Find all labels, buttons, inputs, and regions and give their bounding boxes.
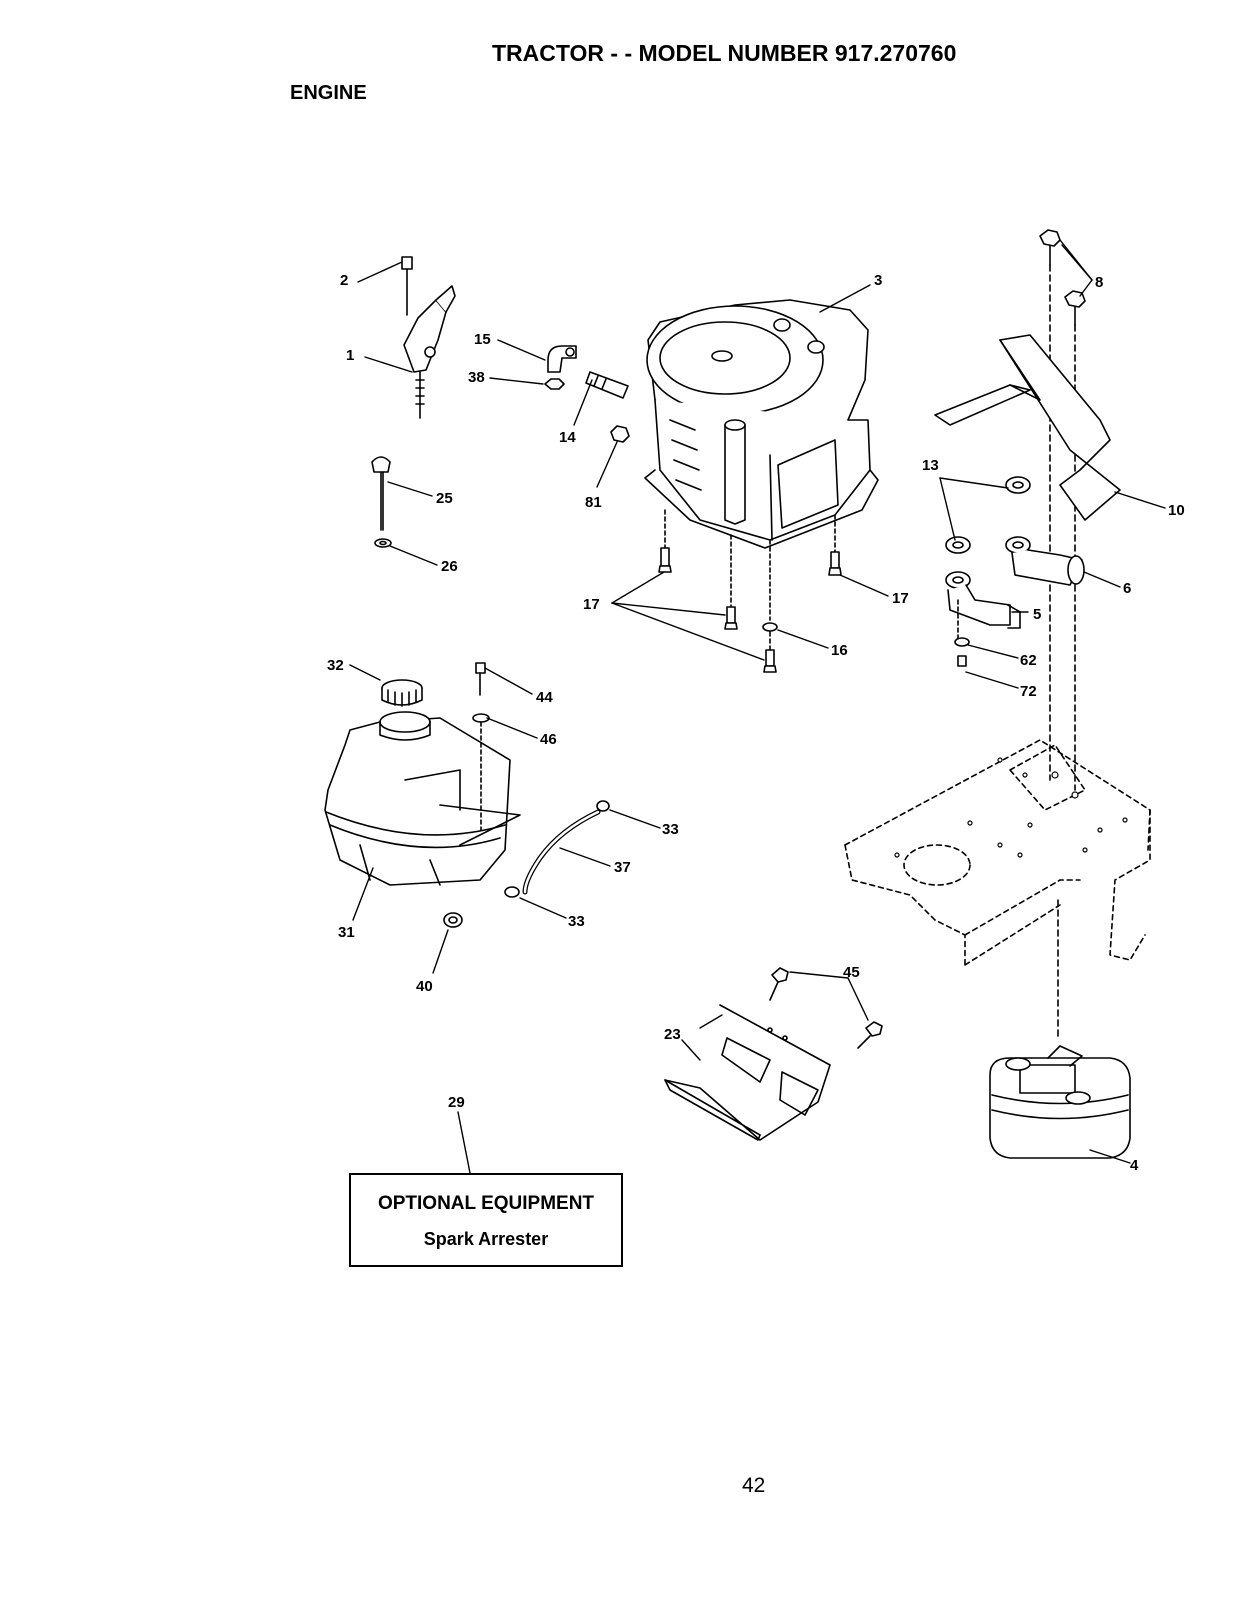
callout-26: 26 <box>441 558 458 575</box>
callout-44: 44 <box>536 689 553 706</box>
callout-4: 4 <box>1130 1157 1139 1174</box>
grommet-part <box>444 913 462 927</box>
callout-29: 29 <box>448 1094 465 1111</box>
callout-1: 1 <box>346 347 354 364</box>
fuel-fitting-part <box>545 346 628 398</box>
callout-45: 45 <box>843 964 860 981</box>
callout-14: 14 <box>559 429 576 446</box>
callout-6: 6 <box>1123 580 1131 597</box>
callout-37: 37 <box>614 859 631 876</box>
nut-81-part <box>611 426 629 442</box>
callout-33-top: 33 <box>662 821 679 838</box>
callout-46: 46 <box>540 731 557 748</box>
tractor-frame-part <box>845 740 1150 965</box>
callout-16: 16 <box>831 642 848 659</box>
callout-2: 2 <box>340 272 348 289</box>
callout-17-left: 17 <box>583 596 600 613</box>
optional-equipment-item: Spark Arrester <box>351 1229 621 1250</box>
exhaust-pipe-part <box>946 477 1084 666</box>
callout-62: 62 <box>1020 652 1037 669</box>
callout-25: 25 <box>436 490 453 507</box>
callout-5: 5 <box>1033 606 1041 623</box>
callout-8: 8 <box>1095 274 1103 291</box>
callout-15: 15 <box>474 331 491 348</box>
callout-72: 72 <box>1020 683 1037 700</box>
optional-equipment-heading: OPTIONAL EQUIPMENT <box>351 1193 621 1215</box>
callout-3: 3 <box>874 272 882 289</box>
callout-81: 81 <box>585 494 602 511</box>
engine-part <box>645 300 878 548</box>
callout-32: 32 <box>327 657 344 674</box>
callout-17-right: 17 <box>892 590 909 607</box>
throttle-control-part <box>402 257 455 418</box>
callout-38: 38 <box>468 369 485 386</box>
muffler-part <box>990 1046 1130 1158</box>
callout-13: 13 <box>922 457 939 474</box>
page-number: 42 <box>742 1474 765 1498</box>
callout-33-bottom: 33 <box>568 913 585 930</box>
callout-40: 40 <box>416 978 433 995</box>
callout-23: 23 <box>664 1026 681 1043</box>
spark-arrester-part <box>665 968 882 1140</box>
heat-shield-part <box>935 335 1120 520</box>
optional-equipment-box: OPTIONAL EQUIPMENT Spark Arrester <box>349 1173 623 1267</box>
fuel-tank-part <box>325 680 520 885</box>
dipstick-part <box>372 457 391 547</box>
callout-10: 10 <box>1168 502 1185 519</box>
callout-31: 31 <box>338 924 355 941</box>
